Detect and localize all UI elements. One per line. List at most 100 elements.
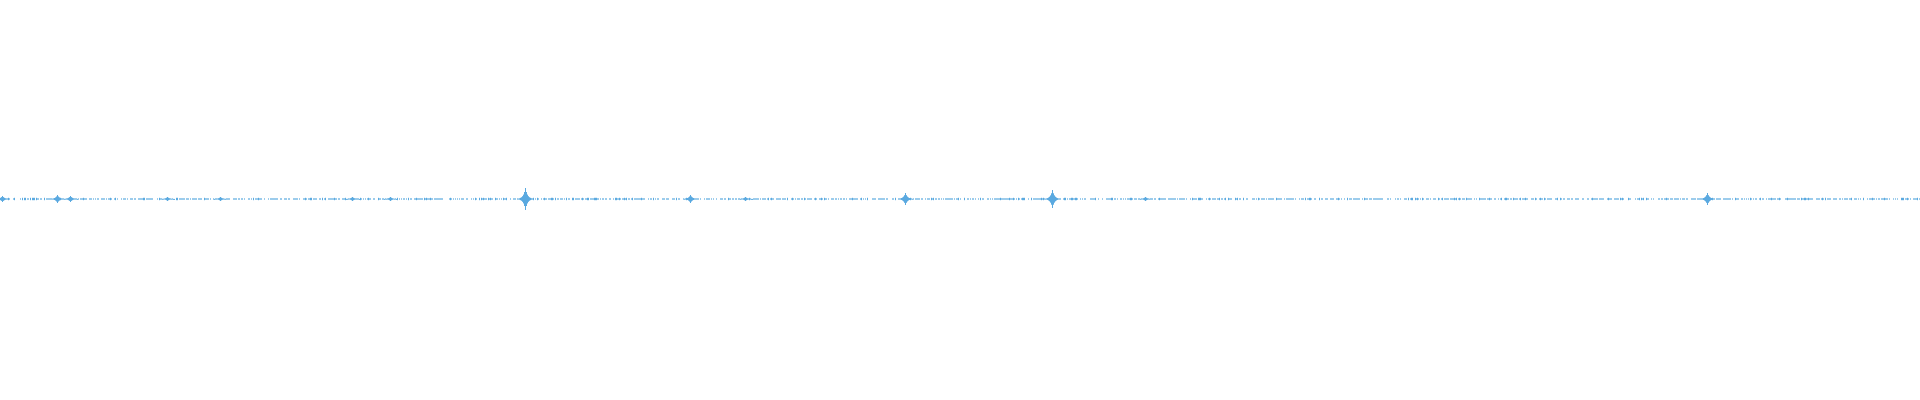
- waveform-sample: [1807, 198, 1808, 200]
- waveform-sample: [484, 198, 485, 200]
- waveform-sample: [1794, 198, 1795, 200]
- waveform-sample: [1883, 198, 1884, 200]
- waveform-sample: [496, 198, 497, 200]
- waveform-sample: [1916, 198, 1917, 200]
- waveform-sample: [134, 198, 135, 200]
- waveform-sample: [1828, 198, 1829, 200]
- waveform-sample: [642, 198, 643, 200]
- waveform-sample: [1246, 198, 1247, 200]
- waveform-sample: [324, 198, 325, 200]
- waveform-sample: [764, 198, 765, 200]
- waveform-sample: [434, 198, 435, 200]
- waveform-sample: [114, 198, 115, 200]
- waveform-sample: [1607, 198, 1608, 200]
- waveform-sample: [411, 198, 412, 200]
- waveform-sample: [1070, 198, 1071, 200]
- waveform-sample: [946, 198, 947, 200]
- waveform-sample: [1058, 198, 1059, 200]
- waveform-sample: [1035, 198, 1036, 200]
- waveform-sample: [1072, 197, 1073, 201]
- waveform-sample: [106, 198, 107, 200]
- waveform-sample: [1195, 198, 1196, 200]
- waveform-sample: [1236, 198, 1237, 200]
- waveform-sample: [1009, 197, 1010, 201]
- waveform-sample: [558, 198, 559, 200]
- waveform-sample: [763, 198, 764, 200]
- waveform-sample: [1364, 197, 1365, 201]
- waveform-sample: [745, 197, 746, 201]
- waveform-sample: [588, 197, 589, 201]
- waveform-sample: [1218, 198, 1219, 200]
- waveform-sample: [1253, 198, 1254, 200]
- waveform-sample: [322, 197, 323, 201]
- waveform-sample: [637, 198, 638, 200]
- waveform-sample: [650, 198, 651, 200]
- waveform-sample: [1140, 198, 1141, 200]
- waveform-sample: [1664, 198, 1665, 200]
- waveform-sample: [1575, 198, 1576, 200]
- waveform-sample: [704, 198, 705, 200]
- waveform-sample: [1311, 198, 1312, 200]
- waveform-sample: [530, 197, 531, 201]
- waveform-sample: [415, 198, 416, 200]
- waveform-sample: [797, 198, 798, 200]
- waveform-sample: [1147, 198, 1148, 200]
- waveform-sample: [693, 197, 694, 201]
- waveform-sample: [147, 198, 148, 200]
- waveform-sample: [1, 197, 2, 201]
- waveform-sample: [1284, 198, 1285, 200]
- waveform-sample: [1508, 198, 1509, 200]
- waveform-sample: [983, 198, 984, 200]
- waveform-sample: [802, 198, 803, 200]
- waveform-sample: [1181, 198, 1182, 200]
- waveform-sample: [1217, 198, 1218, 200]
- waveform-sample: [1571, 198, 1572, 200]
- waveform-sample: [846, 198, 847, 200]
- waveform-sample: [1903, 197, 1904, 201]
- waveform-sample: [1171, 198, 1172, 200]
- waveform-sample: [1420, 198, 1421, 200]
- waveform-sample: [640, 198, 641, 200]
- waveform-sample: [504, 198, 505, 200]
- waveform-sample: [486, 198, 487, 200]
- waveform-sample: [30, 197, 31, 201]
- waveform-sample: [787, 197, 788, 201]
- waveform-sample: [1737, 198, 1738, 200]
- waveform-sample: [1667, 198, 1668, 200]
- waveform-sample: [822, 198, 823, 200]
- waveform-sample: [1780, 198, 1781, 200]
- waveform-sample: [275, 198, 276, 200]
- waveform-sample: [713, 198, 714, 200]
- waveform-sample: [1051, 193, 1052, 205]
- waveform-sample: [429, 198, 430, 200]
- waveform-sample: [1400, 198, 1401, 200]
- waveform-sample: [1225, 197, 1226, 201]
- waveform-sample: [141, 198, 142, 200]
- waveform-sample: [1602, 198, 1603, 200]
- waveform-sample: [305, 197, 306, 201]
- waveform-sample: [1444, 198, 1445, 200]
- waveform-sample: [192, 198, 193, 200]
- waveform-sample: [1840, 198, 1841, 200]
- waveform-sample: [182, 198, 183, 200]
- waveform-sample: [1186, 198, 1187, 200]
- waveform-sample: [831, 198, 832, 200]
- waveform-sample: [1374, 198, 1375, 200]
- waveform-sample: [1344, 198, 1345, 200]
- waveform-sample: [892, 198, 893, 200]
- waveform-sample: [1442, 197, 1443, 201]
- waveform-sample: [1331, 198, 1332, 200]
- waveform-sample: [1128, 198, 1129, 200]
- waveform-sample: [1786, 198, 1787, 200]
- waveform-sample: [1165, 198, 1166, 200]
- waveform-sample: [392, 198, 393, 200]
- waveform-sample: [1611, 198, 1612, 200]
- waveform-sample: [582, 197, 583, 201]
- waveform-sample: [636, 198, 637, 200]
- waveform-sample: [1221, 198, 1222, 200]
- waveform-sample: [505, 198, 506, 200]
- waveform-sample: [1060, 198, 1061, 200]
- waveform-sample: [1309, 197, 1310, 201]
- waveform-sample: [1823, 198, 1824, 200]
